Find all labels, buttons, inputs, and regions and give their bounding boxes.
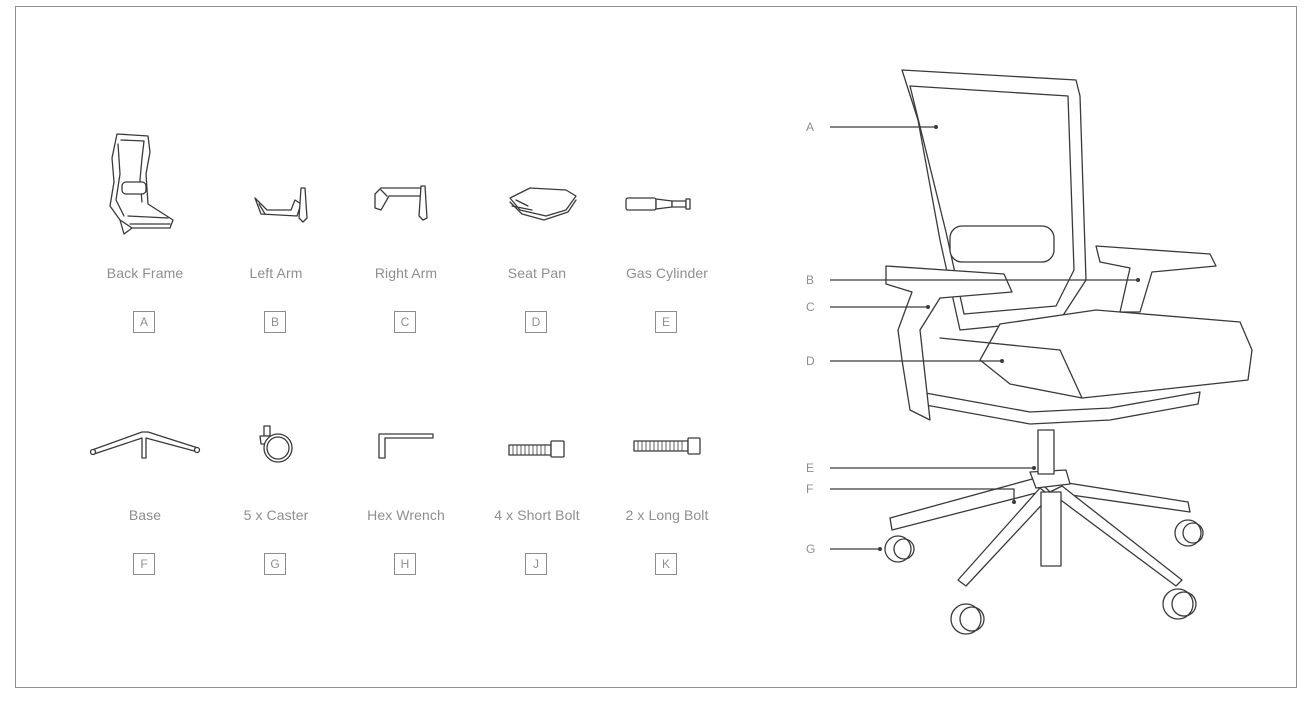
part-code: H — [394, 553, 416, 575]
part-long-bolt: 2 x Long Bolt K — [602, 386, 732, 586]
part-seat-pan: Seat Pan D — [472, 144, 602, 344]
part-code: G — [264, 553, 286, 575]
part-code: E — [655, 311, 677, 333]
part-code: A — [133, 311, 155, 333]
part-code: B — [264, 311, 286, 333]
long-bolt-icon — [633, 437, 701, 455]
seat-pan-icon — [509, 187, 577, 221]
chair-left-arm — [885, 265, 1013, 421]
chair-casters — [884, 519, 1204, 635]
part-hex-wrench: Hex Wrench H — [341, 386, 471, 586]
part-base: Base F — [80, 386, 210, 586]
part-name: 2 x Long Bolt — [625, 507, 709, 523]
part-right-arm: Right Arm C — [341, 144, 471, 344]
part-caster: 5 x Caster G — [211, 386, 341, 586]
short-bolt-icon — [508, 440, 565, 458]
assembled-chair-diagram — [830, 69, 1253, 635]
callout-label: G — [806, 542, 816, 556]
callout-label: D — [806, 354, 815, 368]
part-name: Gas Cylinder — [625, 265, 709, 281]
part-name: Hex Wrench — [367, 507, 445, 523]
callout-lines — [830, 125, 1140, 551]
gas-cylinder-icon — [625, 197, 691, 211]
part-code: J — [525, 553, 547, 575]
part-name: Back Frame — [106, 265, 184, 281]
part-name: 4 x Short Bolt — [494, 507, 580, 523]
callout-label: B — [806, 273, 815, 287]
callout-label: C — [806, 300, 815, 314]
left-arm-icon — [254, 187, 308, 223]
part-left-arm: Left Arm B — [211, 144, 341, 344]
back-frame-icon — [109, 133, 174, 235]
right-arm-icon — [374, 185, 428, 221]
part-name: Seat Pan — [507, 265, 567, 281]
part-code: K — [655, 553, 677, 575]
part-code: D — [525, 311, 547, 333]
callout-label: E — [806, 461, 815, 475]
chair-mechanism — [919, 391, 1201, 425]
part-code: C — [394, 311, 416, 333]
part-code: F — [133, 553, 155, 575]
base-icon — [89, 431, 201, 459]
callout-label: F — [806, 482, 814, 496]
chair-gas-cylinder — [1037, 429, 1055, 475]
caster-icon — [259, 425, 293, 463]
part-back-frame: Back Frame A — [80, 133, 210, 344]
part-short-bolt: 4 x Short Bolt J — [472, 386, 602, 586]
part-name: 5 x Caster — [243, 507, 309, 523]
hex-wrench-icon — [378, 433, 434, 459]
part-name: Base — [128, 507, 162, 523]
callout-label: A — [806, 120, 815, 134]
chair-right-arm — [1095, 245, 1217, 313]
chair-back-frame — [901, 69, 1087, 331]
chair-seat-pan — [979, 309, 1253, 399]
chair-base — [889, 469, 1191, 587]
part-name: Left Arm — [249, 265, 303, 281]
parts-sheet — [15, 6, 1297, 688]
part-gas-cylinder: Gas Cylinder E — [602, 144, 732, 344]
part-name: Right Arm — [374, 265, 438, 281]
